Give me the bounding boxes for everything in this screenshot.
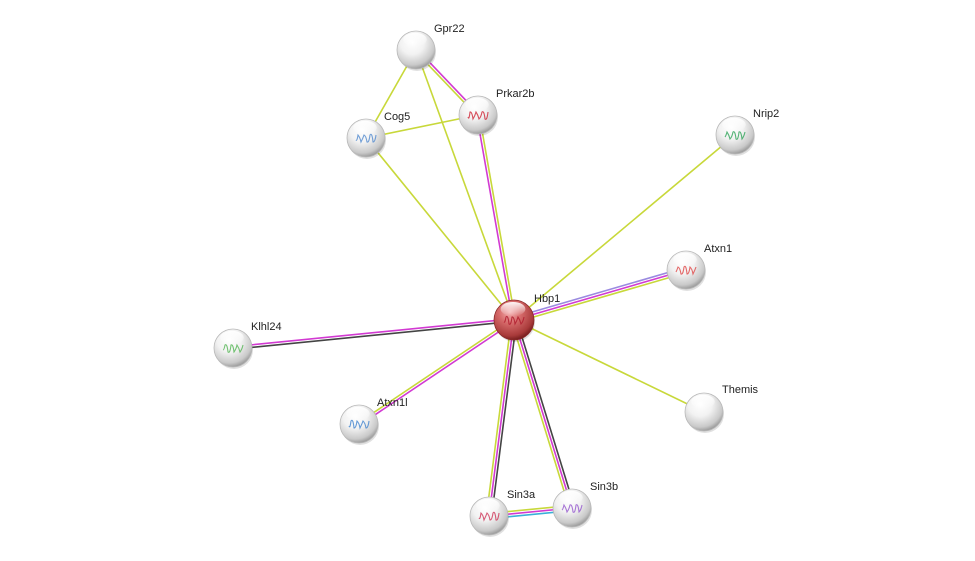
node-hbp1[interactable]: Hbp1 xyxy=(493,293,560,342)
node-label-themis: Themis xyxy=(722,384,759,396)
edge-strand xyxy=(513,134,736,321)
node-highlight xyxy=(220,330,244,345)
edge-strand xyxy=(232,317,514,348)
edge-strand xyxy=(514,271,687,324)
node-label-klhl24: Klhl24 xyxy=(251,321,282,333)
node-label-hbp1: Hbp1 xyxy=(534,293,560,305)
protein-structure-icon xyxy=(478,511,500,522)
node-label-cog5: Cog5 xyxy=(384,111,410,123)
edge-strand xyxy=(357,318,514,424)
node-sin3b[interactable]: Sin3b xyxy=(552,481,618,529)
node-highlight xyxy=(559,490,583,505)
node-highlight xyxy=(691,394,715,409)
protein-structure-icon xyxy=(503,315,525,326)
node-highlight xyxy=(403,32,427,47)
node-highlight xyxy=(353,120,377,135)
node-highlight xyxy=(476,498,500,513)
node-label-sin3a: Sin3a xyxy=(507,489,536,501)
protein-structure-icon xyxy=(561,503,583,514)
protein-structure-icon xyxy=(675,265,697,276)
node-klhl24[interactable]: Klhl24 xyxy=(213,321,282,369)
node-label-prkar2b: Prkar2b xyxy=(496,88,535,100)
node-sin3a[interactable]: Sin3a xyxy=(469,489,536,537)
node-highlight xyxy=(673,252,697,267)
edge-strand xyxy=(490,320,518,517)
node-label-nrip2: Nrip2 xyxy=(753,108,779,120)
edge-strand xyxy=(365,137,515,321)
node-label-atxn1l: Atxn1l xyxy=(377,397,408,409)
node-prkar2b[interactable]: Prkar2b xyxy=(458,88,535,136)
edge-hbp1-atxn1[interactable] xyxy=(513,266,687,324)
edge-hbp1-klhl24[interactable] xyxy=(232,317,515,351)
edge-strand xyxy=(513,269,687,321)
edge-strand xyxy=(485,319,513,516)
edge-strand xyxy=(233,320,515,351)
protein-structure-icon xyxy=(355,133,377,144)
edge-hbp1-gpr22[interactable] xyxy=(415,49,515,321)
node-label-gpr22: Gpr22 xyxy=(434,23,465,35)
edge-strand xyxy=(515,318,576,508)
edge-strand xyxy=(510,320,571,510)
node-label-sin3b: Sin3b xyxy=(590,481,618,493)
edge-hbp1-atxn1l[interactable] xyxy=(357,318,516,426)
protein-structure-icon xyxy=(222,343,244,354)
node-highlight xyxy=(500,302,526,316)
node-highlight xyxy=(465,97,489,112)
edge-strand xyxy=(488,319,515,517)
node-label-atxn1: Atxn1 xyxy=(704,243,732,255)
edge-strand xyxy=(359,320,516,426)
edge-strand xyxy=(513,266,686,319)
edge-strand xyxy=(513,319,705,413)
node-atxn1l[interactable]: Atxn1l xyxy=(339,397,408,445)
node-themis[interactable]: Themis xyxy=(684,384,759,433)
edge-strand xyxy=(415,49,515,321)
protein-structure-icon xyxy=(348,419,370,430)
node-cog5[interactable]: Cog5 xyxy=(346,111,410,159)
protein-structure-icon xyxy=(467,110,489,121)
node-gpr22[interactable]: Gpr22 xyxy=(396,23,465,71)
edge-hbp1-themis[interactable] xyxy=(513,319,705,413)
node-highlight xyxy=(722,117,746,132)
edge-strand xyxy=(475,115,514,321)
edge-hbp1-nrip2[interactable] xyxy=(513,134,736,321)
node-nrip2[interactable]: Nrip2 xyxy=(715,108,779,156)
edge-hbp1-prkar2b[interactable] xyxy=(475,114,517,321)
edge-hbp1-sin3b[interactable] xyxy=(510,318,576,510)
edge-hbp1-cog5[interactable] xyxy=(365,137,515,321)
edge-strand xyxy=(513,319,573,509)
edge-hbp1-sin3a[interactable] xyxy=(485,319,518,517)
protein-structure-icon xyxy=(724,130,746,141)
node-highlight xyxy=(346,406,370,421)
node-atxn1[interactable]: Atxn1 xyxy=(666,243,732,291)
edge-strand xyxy=(478,114,517,320)
